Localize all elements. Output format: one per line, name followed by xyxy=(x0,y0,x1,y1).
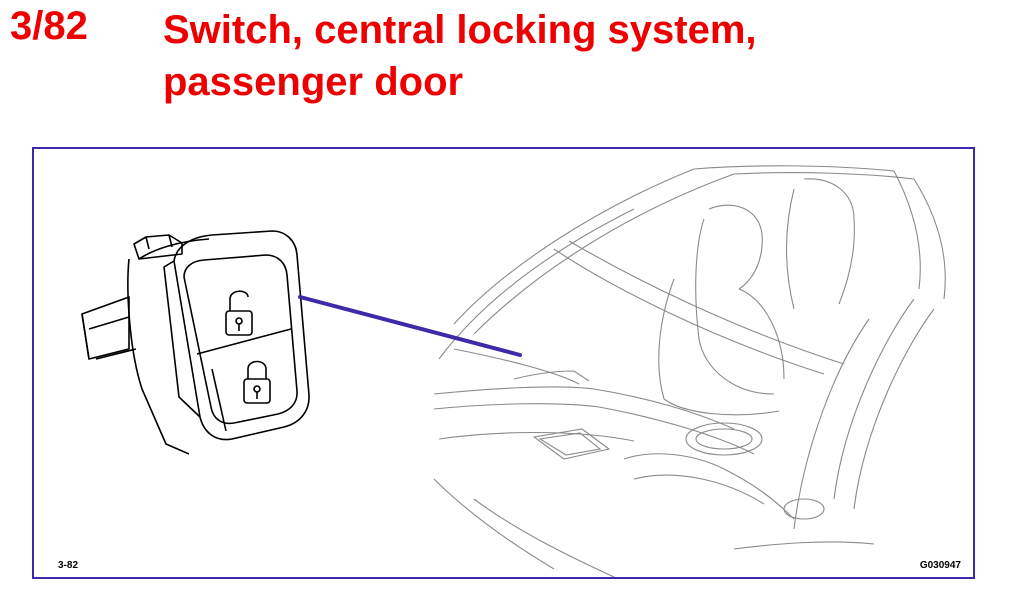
title-line-1: Switch, central locking system, xyxy=(163,8,757,52)
pointer-line xyxy=(298,295,522,357)
figure-code-left: 3-82 xyxy=(58,560,79,571)
title-line-2: passenger door xyxy=(163,60,464,104)
switch-drawing xyxy=(81,230,310,455)
page-title: Switch, central locking system, passenge… xyxy=(163,4,983,108)
figure-frame: 3-82 G030947 xyxy=(32,147,975,579)
ref-number: 3/82 xyxy=(10,4,88,48)
car-interior-drawing xyxy=(433,165,946,577)
figure-code-right: G030947 xyxy=(919,560,961,571)
figure-illustration xyxy=(81,165,946,577)
